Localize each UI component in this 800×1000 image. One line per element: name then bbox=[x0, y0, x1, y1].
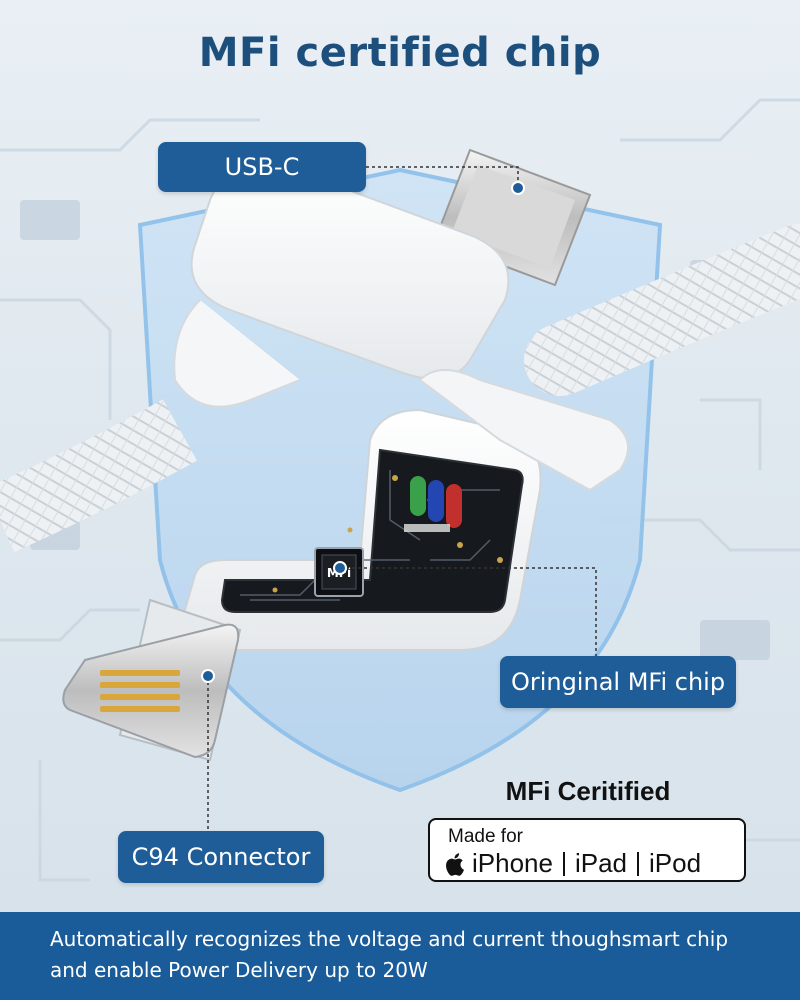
original-chip-label: Oringinal MFi chip bbox=[500, 656, 736, 708]
mfi-chip-board: MFi bbox=[220, 448, 524, 613]
usb-c-label: USB-C bbox=[158, 142, 366, 192]
certification-heading: MFi Ceritified bbox=[505, 776, 671, 806]
divider bbox=[562, 851, 565, 876]
lightning-connector bbox=[62, 598, 242, 762]
device-list: iPhone iPad iPod bbox=[446, 848, 701, 879]
page-title: MFi certified chip bbox=[198, 30, 602, 76]
usb-c-connector bbox=[173, 148, 592, 408]
made-for-badge: Made for iPhone iPad iPod bbox=[428, 818, 746, 882]
apple-logo-icon bbox=[446, 852, 464, 876]
device-iphone: iPhone bbox=[472, 848, 553, 878]
footer-banner bbox=[0, 912, 800, 1000]
c94-connector-label: C94 Connector bbox=[118, 831, 324, 883]
divider bbox=[637, 851, 640, 876]
device-ipod: iPod bbox=[649, 848, 702, 878]
footer-text: Automatically recognizes the voltage and… bbox=[50, 927, 729, 982]
device-ipad: iPad bbox=[574, 848, 628, 878]
made-for-text: Made for bbox=[448, 826, 523, 847]
